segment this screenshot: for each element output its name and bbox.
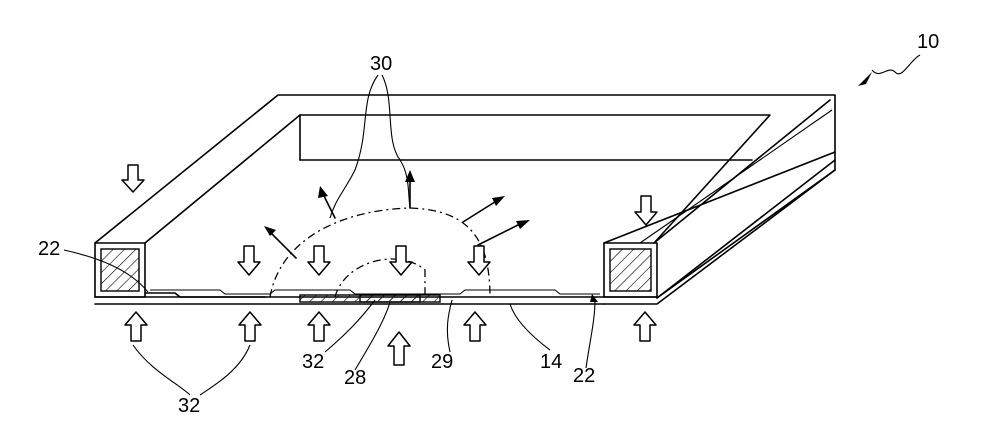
down-arrow xyxy=(122,165,144,192)
up-arrow xyxy=(239,312,261,341)
right-frame-block xyxy=(604,243,657,297)
base-membrane xyxy=(95,170,835,304)
flow-zones xyxy=(270,208,490,297)
label-seal-left: 22 xyxy=(38,238,60,260)
down-arrow xyxy=(390,246,412,275)
reference-labels: 10 30 22 22 32 32 28 29 14 xyxy=(38,31,939,417)
label-membrane: 14 xyxy=(540,351,562,373)
up-arrow xyxy=(308,312,330,341)
down-arrow xyxy=(468,246,490,275)
label-pressure-bottom: 32 xyxy=(178,395,200,417)
down-arrow xyxy=(238,246,260,275)
label-seal-right: 22 xyxy=(573,365,595,387)
label-assembly: 10 xyxy=(917,31,939,53)
label-center-zone: 28 xyxy=(344,367,366,389)
label-pressure-mid: 32 xyxy=(302,351,324,373)
down-arrow xyxy=(635,196,657,225)
flow-arrows xyxy=(264,170,530,258)
leader-lines xyxy=(64,55,920,395)
frame-outline xyxy=(95,95,835,298)
up-arrow xyxy=(388,332,410,365)
up-arrow xyxy=(634,312,656,341)
label-inner-zone: 29 xyxy=(431,351,453,373)
up-arrow xyxy=(464,312,486,341)
up-arrow xyxy=(125,312,147,341)
label-flow: 30 xyxy=(370,53,392,75)
down-arrow xyxy=(308,246,330,275)
